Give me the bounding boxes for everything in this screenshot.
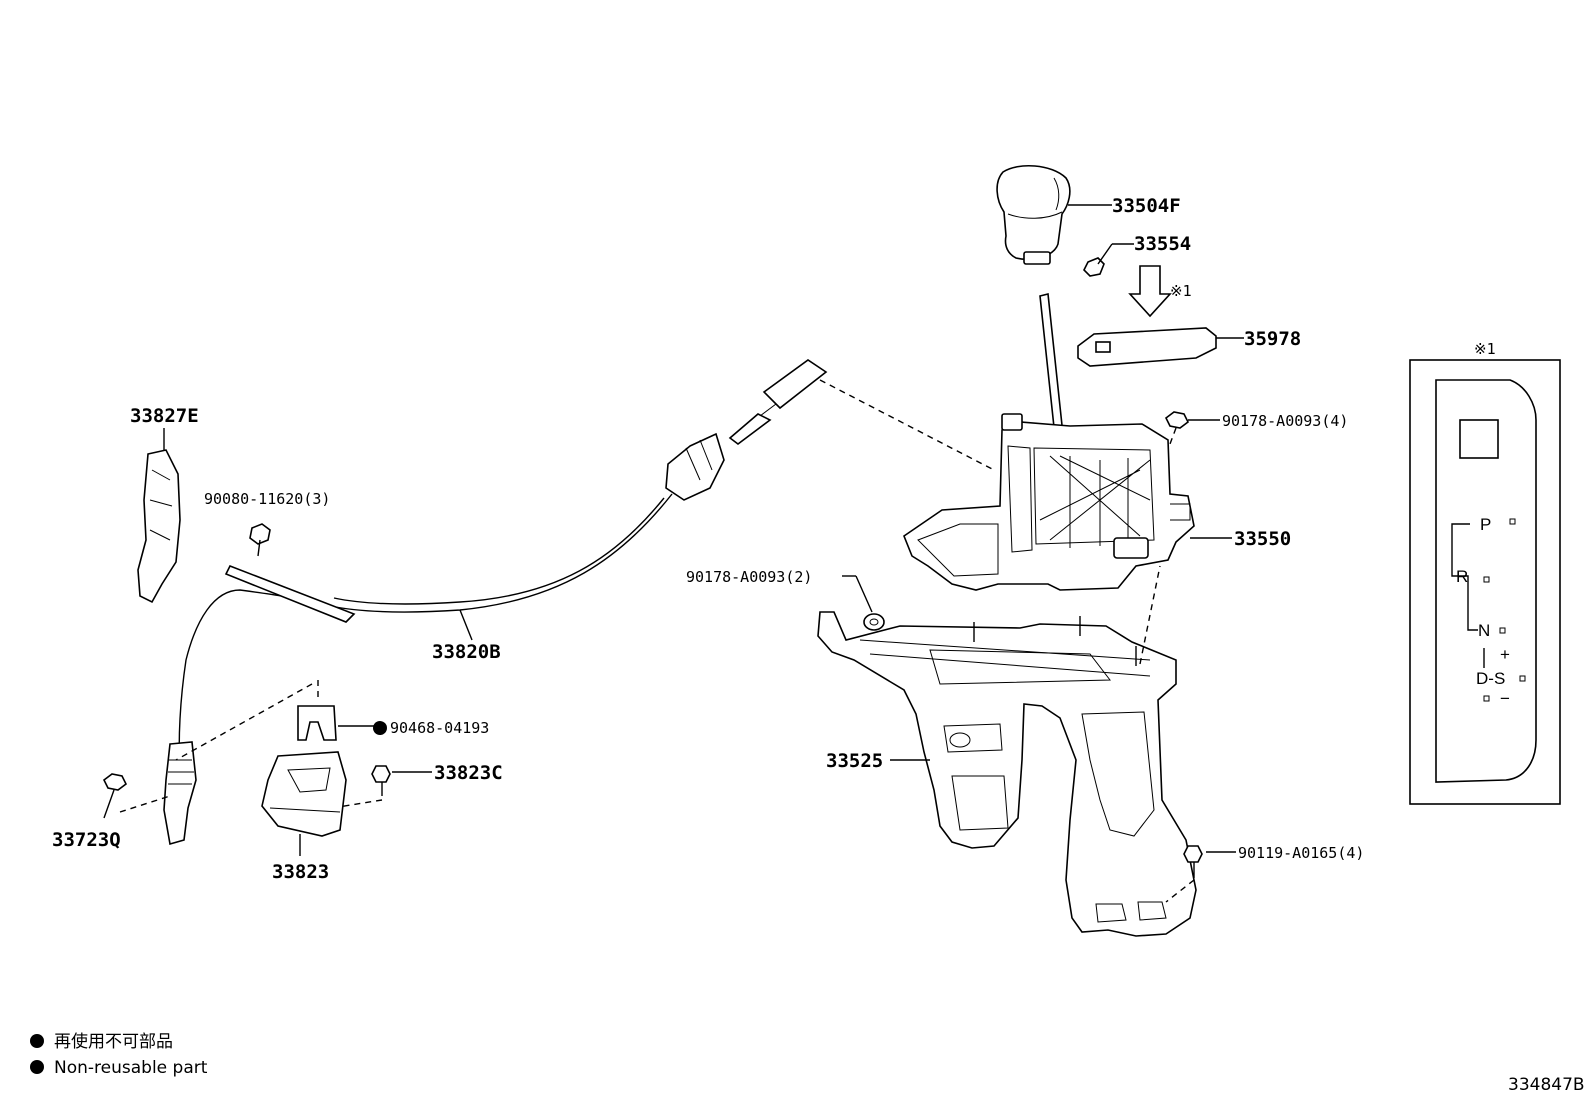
gate-P: P xyxy=(1480,515,1491,534)
drawing-number: 334847B xyxy=(1508,1075,1585,1095)
label-33823C: 33823C xyxy=(434,762,503,784)
nut-33723Q xyxy=(102,773,171,819)
down-arrow-icon xyxy=(1128,265,1172,318)
shift-knob xyxy=(996,164,1112,265)
indicator-panel-35978 xyxy=(1077,327,1244,367)
label-90178-A0093-4: 90178-A0093(4) xyxy=(1222,412,1348,430)
bracket-33823 xyxy=(261,751,347,856)
label-33827E: 33827E xyxy=(130,405,199,427)
label-33504F: 33504F xyxy=(1112,195,1181,217)
ref-mark-1: ※1 xyxy=(1170,282,1192,300)
label-33823: 33823 xyxy=(272,861,329,883)
bracket-33525 xyxy=(817,565,1197,937)
label-90178-A0093-2: 90178-A0093(2) xyxy=(686,568,812,586)
shift-cable-33820B xyxy=(163,359,828,846)
label-90468-04193: 90468-04193 xyxy=(390,719,489,737)
non-reusable-dot-icon xyxy=(373,721,387,735)
label-33525: 33525 xyxy=(826,750,883,772)
gate-N: N xyxy=(1478,621,1490,640)
legend-japanese: 再使用不可部品 xyxy=(54,1031,173,1052)
label-33554: 33554 xyxy=(1134,233,1191,255)
bolt-33823C xyxy=(331,765,432,809)
legend xyxy=(30,1034,44,1074)
label-33723Q: 33723Q xyxy=(52,829,121,851)
label-35978: 35978 xyxy=(1244,328,1301,350)
inset-title: ※1 xyxy=(1474,340,1496,358)
label-33550: 33550 xyxy=(1234,528,1291,550)
gate-minus: − xyxy=(1500,689,1510,708)
clip-90468 xyxy=(175,680,387,761)
cable-to-assembly-leader xyxy=(819,379,995,471)
gate-plus: + xyxy=(1500,645,1510,664)
legend-english: Non-reusable part xyxy=(54,1058,208,1078)
clip-33554 xyxy=(1083,243,1134,277)
bolt-90119 xyxy=(1165,845,1236,903)
nut-90178-2 xyxy=(842,575,885,631)
legend-dot-icon-1 xyxy=(30,1034,44,1048)
inset-shift-gate xyxy=(1409,359,1561,805)
gate-R: R xyxy=(1456,567,1468,586)
label-90080-11620-3: 90080-11620(3) xyxy=(204,490,330,508)
label-33820B: 33820B xyxy=(432,641,501,663)
nut-90178-4 xyxy=(1164,411,1220,445)
cable-bracket-33827E xyxy=(137,428,181,604)
bolt-90080 xyxy=(249,523,271,557)
gate-D-S: D-S xyxy=(1476,669,1505,688)
legend-dot-icon-2 xyxy=(30,1060,44,1074)
shift-lever-assembly xyxy=(903,293,1232,591)
label-90119-A0165-4: 90119-A0165(4) xyxy=(1238,844,1364,862)
